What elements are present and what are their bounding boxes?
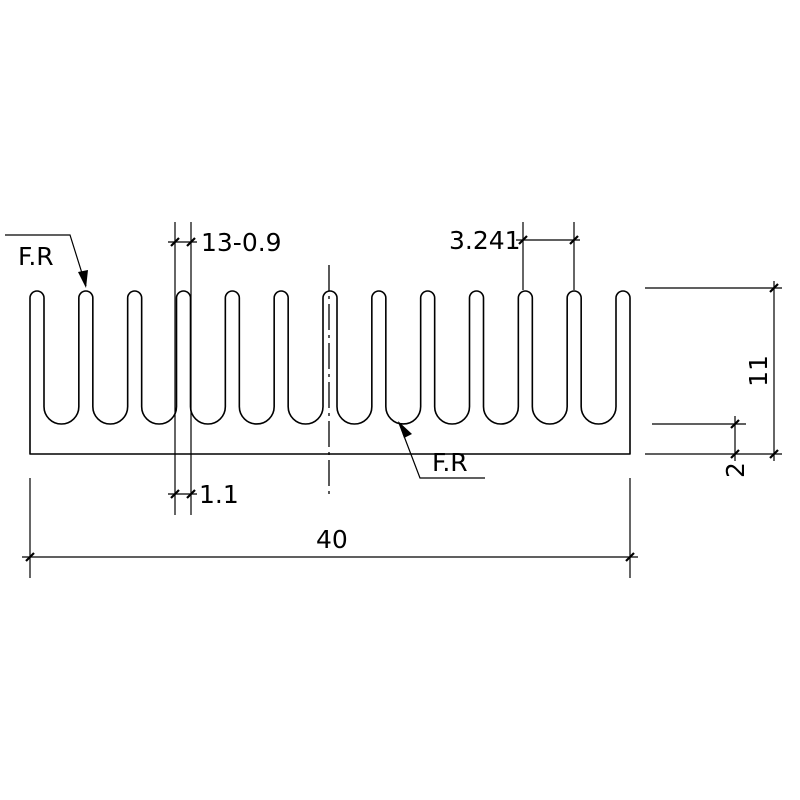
fin-thickness-dimension: 13-0.9 xyxy=(168,222,282,290)
fin-pitch-label: 3.241 xyxy=(449,226,521,255)
fin-pitch-dimension: 3.241 xyxy=(449,222,580,290)
total-height-label: 11 xyxy=(744,355,773,387)
total-width-dimension: 40 xyxy=(22,478,638,578)
fillet-label-top: F.R xyxy=(18,242,54,271)
root-width-label: 1.1 xyxy=(199,480,239,509)
fillet-leader-top: F.R xyxy=(5,234,88,288)
total-width-label: 40 xyxy=(316,525,348,554)
fillet-label-bottom: F.R xyxy=(432,448,468,477)
base-thickness-label: 2 xyxy=(721,462,750,478)
base-thickness-dimension: 2 xyxy=(652,416,750,478)
fin-spec-label: 13-0.9 xyxy=(201,228,282,257)
fillet-leader-bottom: F.R xyxy=(398,421,485,479)
root-width-dimension: 1.1 xyxy=(168,290,239,515)
total-height-dimension: 11 xyxy=(645,281,782,461)
heatsink-profile xyxy=(29,290,631,455)
